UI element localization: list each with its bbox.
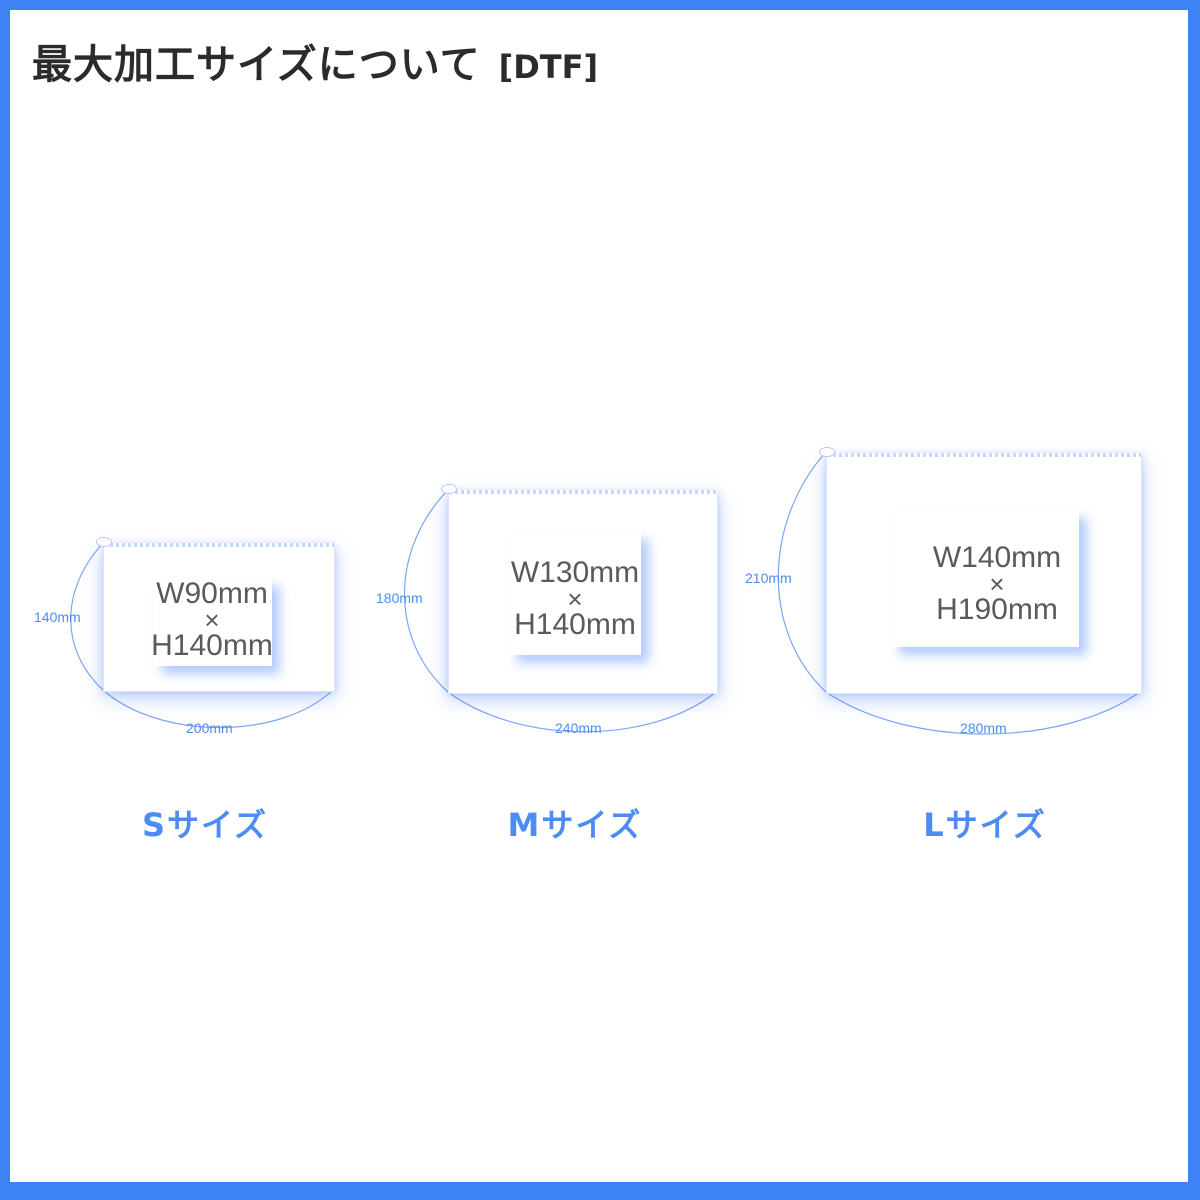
m-height-dim: 180mm: [376, 590, 423, 606]
print-area-l: [891, 510, 1079, 647]
title-main: 最大加工サイズについて: [32, 42, 481, 88]
title-tag: [DTF]: [498, 48, 599, 86]
print-area-l-text: W140mm × H190mm: [912, 541, 1082, 626]
page-title: 最大加工サイズについて [DTF]: [32, 32, 598, 90]
size-label-s: Sサイズ: [141, 806, 269, 844]
zipper: [104, 543, 334, 547]
times-sign: ×: [989, 569, 1005, 599]
m-width-dim: 240mm: [555, 720, 602, 736]
area-height: H140mm: [514, 608, 636, 641]
area-height: H140mm: [151, 629, 273, 662]
s-width-dim: 200mm: [186, 720, 233, 736]
zipper-pull-icon: [819, 447, 835, 457]
pouch-s: W90mm × H140mm: [96, 537, 335, 692]
l-width-dim: 280mm: [960, 720, 1007, 736]
l-width-curve: [825, 691, 1141, 735]
size-label-m: Mサイズ: [507, 806, 643, 844]
zipper-pull-icon: [441, 484, 457, 494]
print-area-s-text: W90mm × H140mm: [137, 577, 287, 662]
area-width: W140mm: [932, 541, 1062, 574]
pouch-l: W140mm × H190mm: [819, 447, 1142, 694]
s-height-dim: 140mm: [34, 609, 81, 625]
zipper: [449, 490, 717, 494]
times-sign: ×: [204, 605, 220, 635]
times-sign: ×: [567, 584, 583, 614]
l-height-curve: [777, 451, 827, 693]
l-height-dim: 210mm: [745, 570, 792, 586]
zipper-pull-icon: [96, 537, 112, 547]
area-width: W90mm: [156, 577, 268, 610]
area-width: W130mm: [510, 556, 640, 589]
s-height-curve: [70, 542, 104, 691]
print-area-m: [509, 531, 641, 655]
size-label-l: Lサイズ: [923, 806, 1047, 844]
s-width-curve: [102, 689, 334, 728]
print-area-s: [154, 578, 272, 666]
area-height: H190mm: [936, 593, 1058, 626]
print-area-m-text: W130mm × H140mm: [495, 556, 655, 641]
m-width-curve: [447, 691, 717, 733]
zipper: [827, 453, 1141, 457]
m-height-curve: [403, 489, 449, 693]
pouch-m: W130mm × H140mm: [441, 484, 718, 694]
